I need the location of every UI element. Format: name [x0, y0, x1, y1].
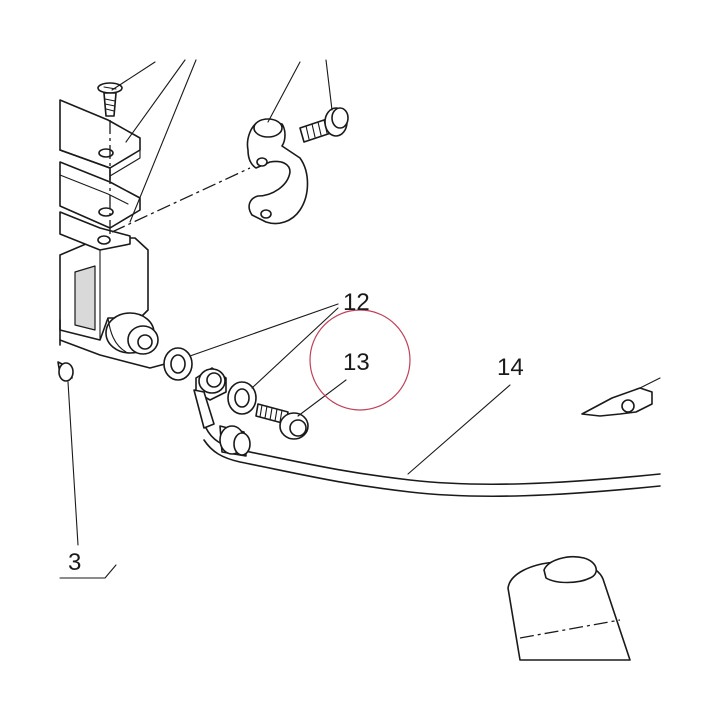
highlight-circle: [309, 309, 411, 411]
callout-12-leaders: [189, 303, 339, 389]
assembly-axis-line: [111, 167, 251, 233]
washer-right: [227, 381, 257, 415]
banjo-fitting: [193, 367, 227, 429]
top-leader-lines: [111, 59, 197, 223]
callout-3-leader: [67, 381, 79, 546]
banjo-bolt: [255, 403, 309, 440]
callout-13-label: 13: [343, 349, 370, 376]
handlebar-clamp: [246, 118, 309, 225]
master-cylinder-body: [59, 237, 166, 369]
clamp-bolt: [299, 107, 349, 143]
callout-12-label: 12: [343, 289, 370, 316]
hose-guide: [581, 377, 661, 417]
pivot-pin: [57, 361, 74, 382]
callout-13-leader: [297, 379, 347, 417]
brake-hose: [203, 425, 661, 498]
washer-left: [163, 347, 193, 381]
callout-14-leader: [407, 384, 511, 475]
callout-3-label: 3: [68, 549, 81, 576]
reservoir-plate: [59, 211, 131, 251]
fork-tube: [507, 555, 631, 661]
clamp-leader-lines: [267, 59, 333, 123]
callout-3-baseline: [59, 564, 117, 579]
callout-14-label: 14: [497, 354, 524, 381]
